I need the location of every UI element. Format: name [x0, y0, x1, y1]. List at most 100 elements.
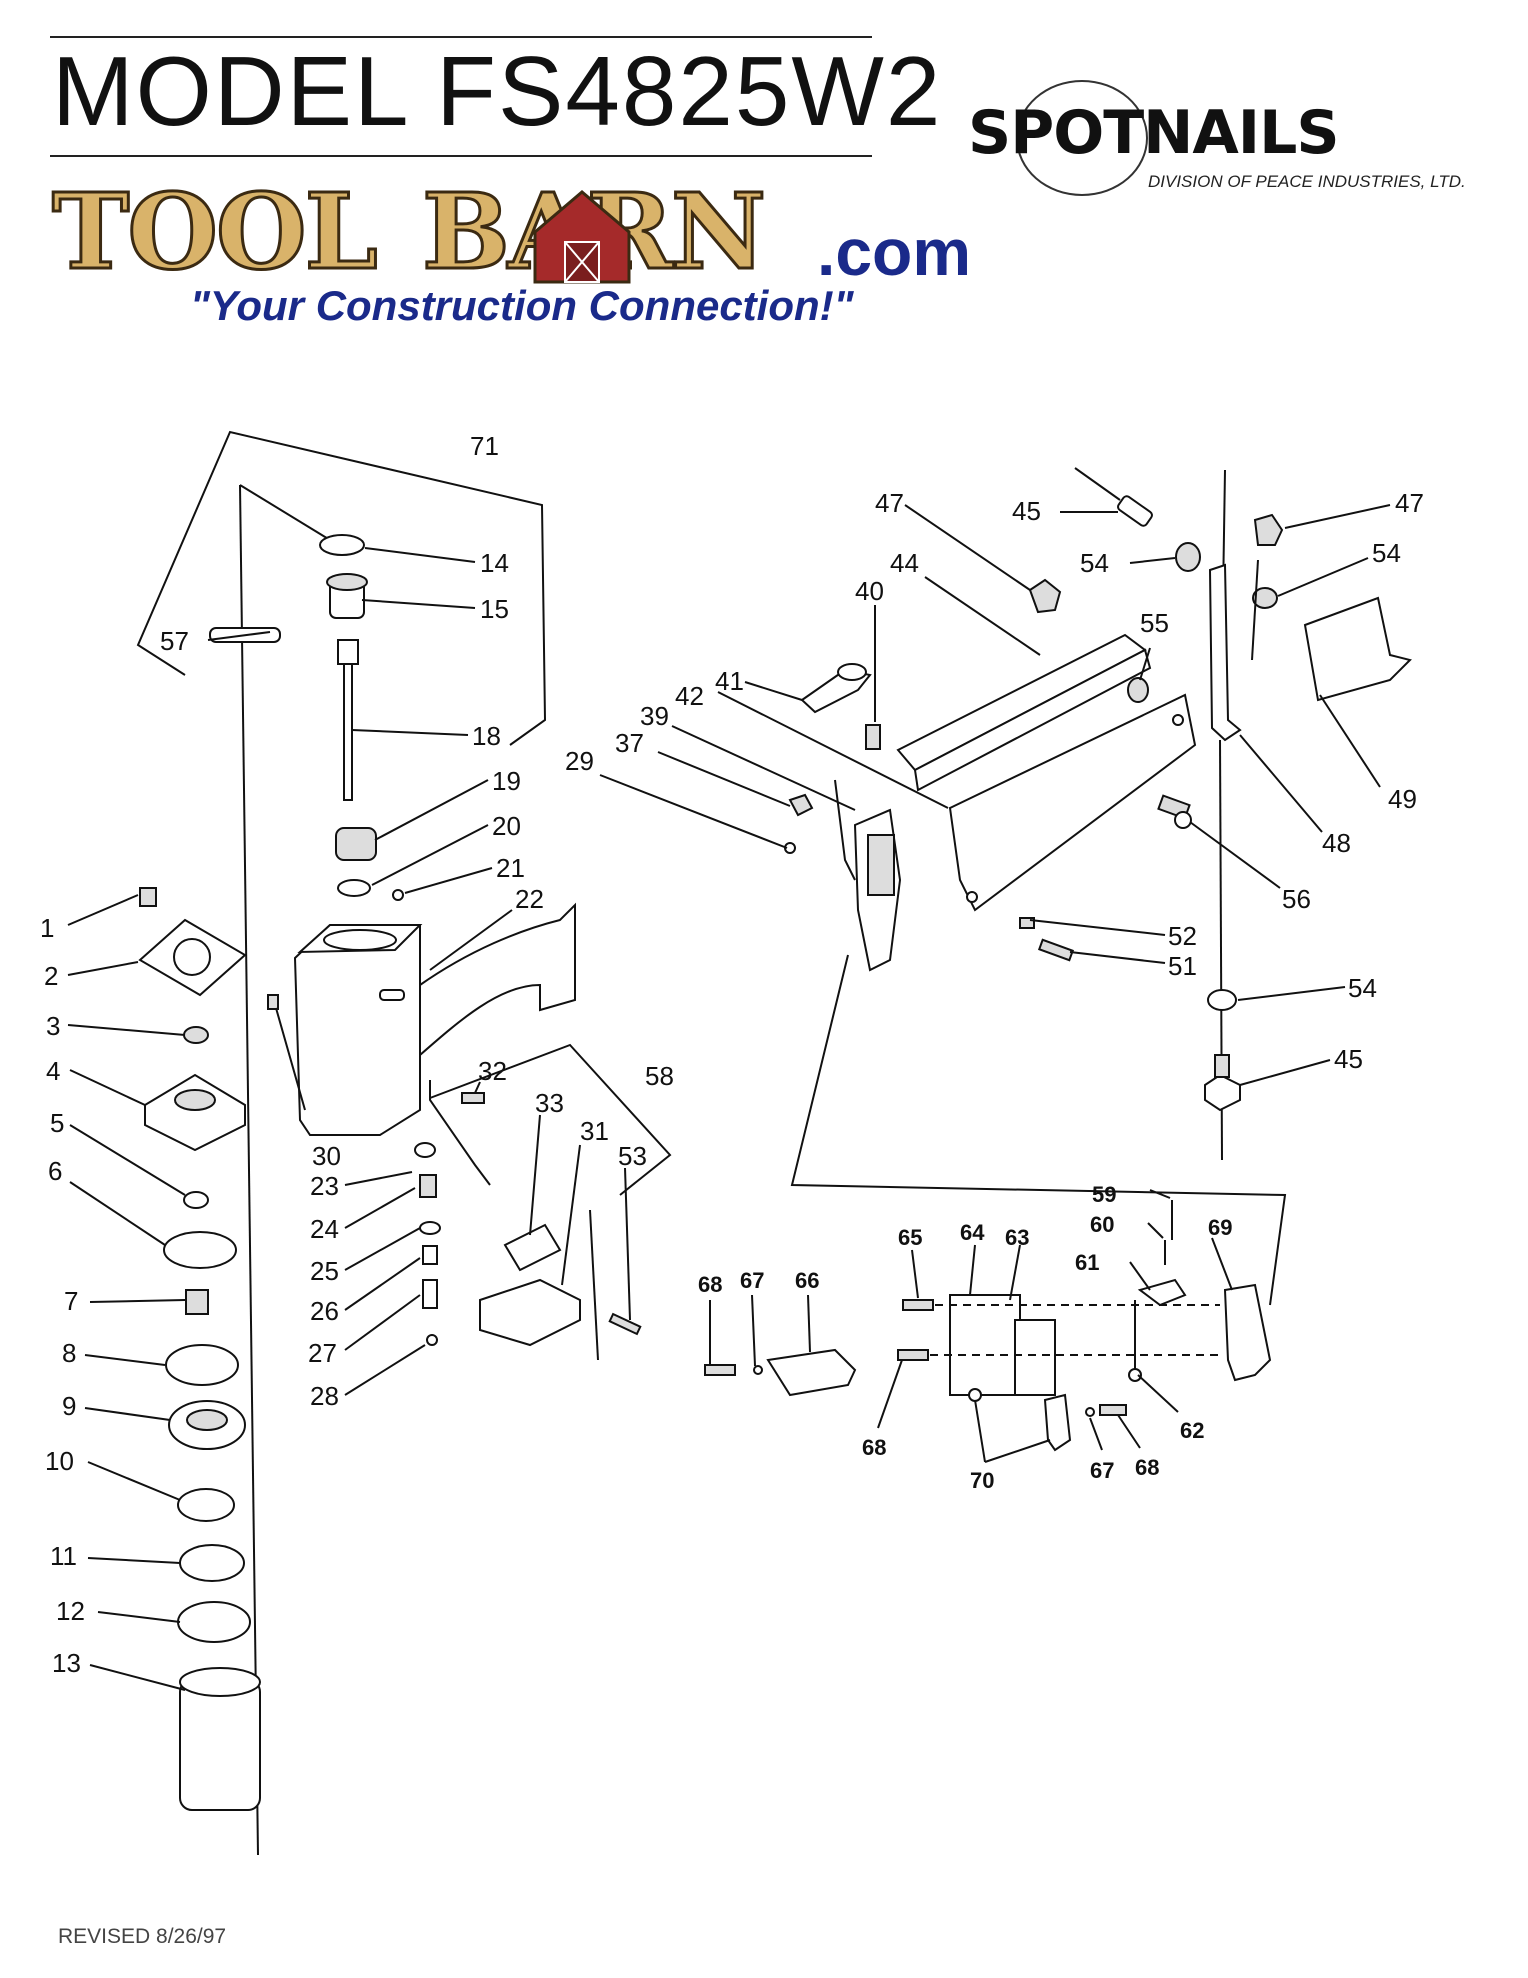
label-part-41: 41 [715, 666, 744, 696]
part-48-bracket [1208, 563, 1242, 742]
part-62-pin [1128, 1368, 1142, 1382]
label-part-40: 40 [855, 576, 884, 606]
label-part-13: 13 [52, 1648, 81, 1678]
label-part-53: 53 [618, 1141, 647, 1171]
part-45-fitting-lower [1204, 1073, 1241, 1112]
spotnails-brand-name: SPOTNAILS [968, 98, 1340, 168]
label-part-28: 28 [310, 1381, 339, 1411]
magazine-assembly [800, 467, 1412, 1161]
barn-icon [533, 190, 631, 284]
revision-date: REVISED 8/26/97 [58, 1925, 227, 1948]
leader-lines [67, 504, 1391, 1691]
label-part-64: 64 [960, 1220, 985, 1245]
part-26-spring [422, 1245, 438, 1265]
guide-plate-assembly [704, 1200, 1272, 1452]
part-64-plate [949, 1294, 1021, 1396]
label-part-22: 22 [515, 884, 544, 914]
spotnails-ring-icon [1016, 80, 1148, 196]
part-40-screw [865, 724, 881, 750]
part-28-ball [426, 1334, 438, 1346]
part-32-screw [461, 1092, 485, 1104]
label-part-48: 48 [1322, 828, 1351, 858]
part-70-guide [1043, 1393, 1072, 1452]
part-47-nut-right [1253, 513, 1284, 546]
toolbarn-logo: TOOL BARN .com [51, 178, 1052, 290]
label-part-61: 61 [1075, 1250, 1099, 1275]
spotnails-logo: SPOTNAILS DIVISION OF PEACE INDUSTRIES, … [968, 80, 1478, 200]
main-axis-left [239, 484, 259, 1856]
label-part-12: 12 [56, 1596, 85, 1626]
label-part-18: 18 [472, 721, 501, 751]
part-21-ball [392, 889, 404, 901]
part-20-washer [337, 879, 371, 897]
part-68-screw-mid [897, 1349, 929, 1361]
label-part-6: 6 [48, 1156, 62, 1186]
part-4-cap [144, 1073, 246, 1152]
label-part-65: 65 [898, 1225, 922, 1250]
label-part-51: 51 [1168, 951, 1197, 981]
part-33-trigger [503, 1223, 562, 1272]
label-part-68-right: 68 [1135, 1455, 1159, 1480]
part-61-lever [1137, 1278, 1187, 1307]
label-part-54-lower: 54 [1348, 973, 1377, 1003]
part-54-washer-top [1175, 542, 1201, 572]
part-67-washer-left [753, 1365, 763, 1375]
label-part-20: 20 [492, 811, 521, 841]
bracket-71 [136, 430, 547, 746]
part-24-valve [419, 1174, 437, 1198]
label-part-63: 63 [1005, 1225, 1029, 1250]
label-part-37: 37 [615, 728, 644, 758]
label-part-27: 27 [308, 1338, 337, 1368]
slogan: "Your Construction Connection!" [190, 282, 854, 329]
model-title: MODEL FS4825W2 [52, 36, 943, 146]
header-top-rule [50, 36, 872, 38]
part-13-cylinder [179, 1679, 261, 1811]
label-part-58: 58 [645, 1061, 674, 1091]
label-part-30: 30 [312, 1141, 341, 1171]
label-part-57: 57 [160, 626, 189, 656]
part-8-washer [165, 1344, 239, 1386]
label-part-62: 62 [1180, 1418, 1204, 1443]
part-49-cover [1303, 596, 1412, 702]
part-37-pin [788, 793, 814, 817]
part-52-pin [1019, 917, 1035, 929]
part-5-oring [183, 1191, 209, 1209]
part-19-piston [335, 827, 377, 861]
part-66-plate [766, 1348, 857, 1397]
part-63-plate [1014, 1319, 1056, 1396]
part-65-screw [902, 1299, 934, 1311]
part-6-seal [163, 1231, 237, 1269]
header-bottom-rule [50, 155, 872, 157]
label-part-47-left: 47 [875, 488, 904, 518]
label-part-8: 8 [62, 1338, 76, 1368]
part-68-screw-right [1099, 1404, 1127, 1416]
part-67-washer-right [1085, 1407, 1095, 1417]
label-part-19: 19 [492, 766, 521, 796]
label-part-52: 52 [1168, 921, 1197, 951]
label-part-70: 70 [970, 1468, 994, 1493]
part-54-washer-right [1252, 587, 1278, 609]
label-part-1: 1 [40, 913, 54, 943]
label-part-21: 21 [496, 853, 525, 883]
part-54-washer-lower [1207, 989, 1237, 1011]
part-22-housing [293, 902, 576, 1136]
part-3-spring [183, 1026, 209, 1044]
part-55-nut [1127, 677, 1149, 703]
part-23-oring [414, 1142, 436, 1158]
part-27-stem [422, 1279, 438, 1309]
bracket-58 [429, 1043, 672, 1196]
label-part-3: 3 [46, 1011, 60, 1041]
part-30-screw [267, 994, 279, 1010]
label-part-39: 39 [640, 701, 669, 731]
label-part-44: 44 [890, 548, 919, 578]
label-part-26: 26 [310, 1296, 339, 1326]
label-part-4: 4 [46, 1056, 60, 1086]
part-14-oring [319, 534, 365, 556]
part-25-oring [419, 1221, 441, 1235]
nose-bracket [790, 954, 1287, 1306]
label-part-2: 2 [44, 961, 58, 991]
part-69-nose [1223, 1283, 1272, 1382]
label-part-59: 59 [1092, 1182, 1116, 1207]
part-12-ring [177, 1601, 251, 1643]
label-part-60: 60 [1090, 1212, 1114, 1237]
